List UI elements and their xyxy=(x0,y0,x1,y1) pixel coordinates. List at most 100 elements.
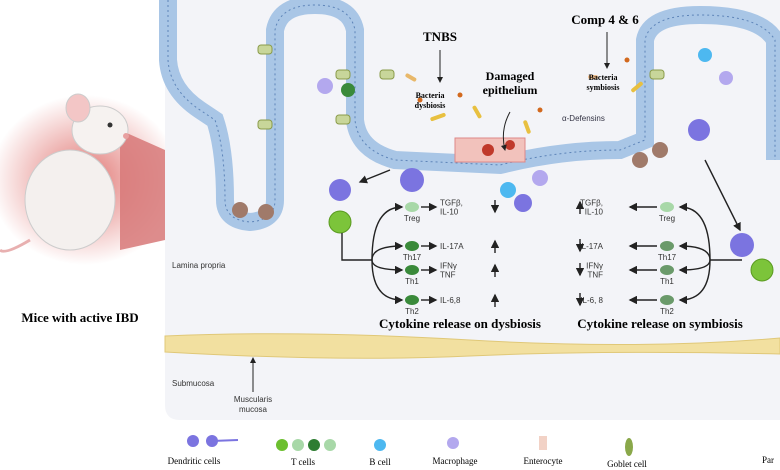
goblet-cell xyxy=(335,69,351,80)
tnbs-label: TNBS xyxy=(423,29,457,44)
t-cell-icon xyxy=(324,439,336,451)
b-cell-icon xyxy=(374,439,386,451)
mouse-nose xyxy=(123,133,129,139)
legend: Dendritic cells T cells B cell Macrophag… xyxy=(168,435,774,469)
dysbiosis-pathway xyxy=(341,202,404,305)
defensins-label: α-Defensins xyxy=(562,114,605,123)
damaged-label-2: epithelium xyxy=(483,83,538,97)
t-cell-icon xyxy=(292,439,304,451)
red-blood-cell xyxy=(482,144,494,156)
bacteria-symbiosis-2: symbiosis xyxy=(587,83,620,92)
main-panel xyxy=(165,0,780,420)
muscularis-label-2: mucosa xyxy=(239,405,268,414)
t-cell-icon xyxy=(308,439,320,451)
paneth-cell xyxy=(632,152,648,168)
t-cell-treg xyxy=(405,202,419,212)
cytokine-label: TGFβ, xyxy=(440,199,463,208)
macrophage xyxy=(719,71,733,85)
t-cell-th17 xyxy=(405,241,419,251)
dysbiosis-title: Cytokine release on dysbiosis xyxy=(379,316,541,331)
damaged-arrow xyxy=(500,111,511,151)
symbiosis-title: Cytokine release on symbiosis xyxy=(577,316,743,331)
cytokine-label: IFNγ xyxy=(586,262,603,271)
goblet-cell-icon xyxy=(625,438,633,456)
cytokine-label: IL-6,8 xyxy=(440,296,461,305)
legend-label: Macrophage xyxy=(433,456,478,466)
t-cell-th2 xyxy=(405,295,419,305)
goblet-cell xyxy=(257,119,273,130)
dendritic-cell xyxy=(329,179,351,201)
muscularis-label-1: Muscularis xyxy=(234,395,272,404)
epithelium-layer xyxy=(159,0,780,232)
t-cell xyxy=(341,83,355,97)
bacteria-dysbiosis-2: dysbiosis xyxy=(415,101,446,110)
cytokine-label: IL-6, 8 xyxy=(580,296,603,305)
bacteria-symbiosis-1: Bacteria xyxy=(589,73,618,82)
enterocyte-icon xyxy=(539,436,547,450)
cell-label: Treg xyxy=(659,214,675,223)
legend-label: Enterocyte xyxy=(524,456,563,466)
macrophage xyxy=(532,170,548,186)
legend-label: Goblet cell xyxy=(607,459,647,469)
t-cell xyxy=(328,210,352,234)
cytokine-label: TNF xyxy=(587,271,603,280)
mouse-eye xyxy=(107,122,113,128)
submucosa-label: Submucosa xyxy=(172,379,215,388)
cytokine-label: TGFβ, xyxy=(580,199,603,208)
t-cell xyxy=(750,258,774,282)
goblet-cell xyxy=(379,69,395,80)
paneth-cell xyxy=(258,204,274,220)
cell-label: Th2 xyxy=(660,307,674,316)
t-cell-th2 xyxy=(660,295,674,305)
cell-label: Th17 xyxy=(403,253,422,262)
bacteria xyxy=(405,57,643,134)
legend-label: T cells xyxy=(291,457,316,467)
comp-label: Comp 4 & 6 xyxy=(571,12,639,27)
paneth-cell xyxy=(232,202,248,218)
bacteria-dysbiosis-1: Bacteria xyxy=(416,91,445,100)
t-cell-th1 xyxy=(405,265,419,275)
dendritic-cell xyxy=(688,119,710,141)
b-cell xyxy=(698,48,712,62)
immune-cells xyxy=(317,48,774,282)
submucosa-band xyxy=(164,333,780,359)
goblet-cell xyxy=(649,69,665,80)
t-cell-th17 xyxy=(660,241,674,251)
mouse-ear xyxy=(65,93,91,123)
mouse-tail xyxy=(0,238,31,253)
t-cell-th1 xyxy=(660,265,674,275)
t-cell-icon xyxy=(276,439,288,451)
dendritic-cell xyxy=(400,168,424,192)
cytokine-label: IL-10 xyxy=(585,208,604,217)
mouse-body xyxy=(24,149,116,251)
mouse-caption: Mice with active IBD xyxy=(21,310,138,325)
paneth-cell xyxy=(652,142,668,158)
symbiosis-pathway xyxy=(358,159,742,305)
cell-label: Th1 xyxy=(405,277,419,286)
lamina-propria-label: Lamina propria xyxy=(172,261,226,270)
dendritic-cell xyxy=(730,233,754,257)
cytokine-label: TNF xyxy=(440,271,456,280)
legend-label: Dendritic cells xyxy=(168,456,221,466)
dendritic-cell xyxy=(514,194,532,212)
legend-label: Par xyxy=(762,455,774,465)
dendritic-cell-icon xyxy=(187,435,199,447)
damaged-label-1: Damaged xyxy=(486,69,535,83)
cell-label: Th1 xyxy=(660,277,674,286)
cell-label: Th2 xyxy=(405,307,419,316)
b-cell xyxy=(500,182,516,198)
cytokine-label: IL-17A xyxy=(579,242,603,251)
macrophage xyxy=(317,78,333,94)
zoom-wedge xyxy=(120,130,165,250)
mouse-illustration xyxy=(0,93,180,265)
macrophage-icon xyxy=(447,437,459,449)
red-blood-cell xyxy=(505,140,515,150)
epithelium-nuclei xyxy=(167,0,776,223)
cytokine-label: IL-10 xyxy=(440,208,459,217)
cell-label: Treg xyxy=(404,214,420,223)
cell-label: Th17 xyxy=(658,253,677,262)
goblet-cell xyxy=(257,44,273,55)
legend-label: B cell xyxy=(369,457,391,467)
cytokine-label: IFNγ xyxy=(440,262,457,271)
